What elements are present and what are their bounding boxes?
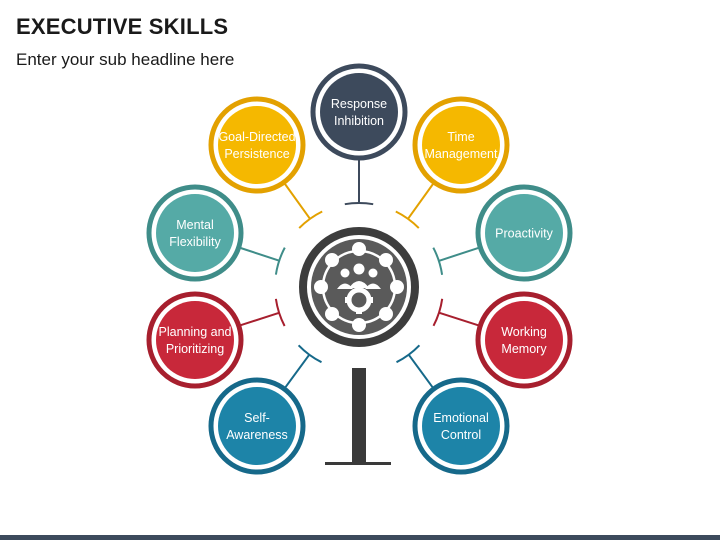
connector-arc-goal-directed-persistence [298, 210, 323, 229]
connector-lines [240, 160, 479, 388]
skill-label-mental-flexibility: Flexibility [169, 235, 221, 249]
stand-post [352, 368, 366, 464]
connector-line-planning-and-prioritizing [240, 311, 280, 327]
skill-label-mental-flexibility: Mental [176, 218, 214, 232]
page-subtitle: Enter your sub headline here [16, 50, 235, 69]
connector-arc-self-awareness [297, 344, 322, 364]
connector-line-time-management [407, 183, 434, 220]
connector-arc-working-memory [432, 298, 444, 327]
skill-label-response-inhibition: Inhibition [334, 114, 384, 128]
page-title: EXECUTIVE SKILLS [16, 14, 229, 39]
skill-label-self-awareness: Awareness [226, 428, 288, 442]
connector-line-mental-flexibility [240, 247, 280, 262]
team-network-icon [314, 242, 404, 332]
skill-label-time-management: Management [425, 147, 498, 161]
skill-label-emotional-control: Control [441, 428, 481, 442]
stand [325, 368, 391, 465]
skill-label-working-memory: Working [501, 325, 547, 339]
skill-label-planning-and-prioritizing: Prioritizing [166, 342, 224, 356]
skill-label-emotional-control: Emotional [433, 411, 489, 425]
skill-node-proactivity: Proactivity [475, 184, 573, 282]
skill-label-self-awareness: Self- [244, 411, 270, 425]
footer-bar [0, 535, 720, 540]
skill-label-planning-and-prioritizing: Planning and [159, 325, 232, 339]
skill-label-working-memory: Memory [501, 342, 547, 356]
skill-label-response-inhibition: Response [331, 97, 387, 111]
connector-arc-emotional-control [396, 344, 421, 364]
skill-label-proactivity: Proactivity [495, 227, 553, 241]
connector-line-emotional-control [407, 354, 434, 388]
connector-line-proactivity [438, 246, 479, 262]
connector-line-self-awareness [284, 354, 311, 388]
stand-base [325, 462, 391, 465]
skill-node-self-awareness: Self- Awareness [208, 377, 306, 475]
skill-label-goal-directed-persistence: Goal-Directed [218, 130, 295, 144]
connector-line-goal-directed-persistence [284, 183, 311, 220]
skill-nodes: ResponseInhibitionTimeManagementProactiv… [146, 63, 573, 475]
skill-label-time-management: Time [447, 130, 474, 144]
connector-line-working-memory [438, 311, 479, 327]
connector-arc-mental-flexibility [274, 247, 286, 275]
connector-arc-time-management [395, 210, 420, 229]
connector-arc-response-inhibition [344, 201, 374, 206]
skill-label-goal-directed-persistence: Persistence [224, 147, 289, 161]
center-hub [299, 227, 419, 347]
